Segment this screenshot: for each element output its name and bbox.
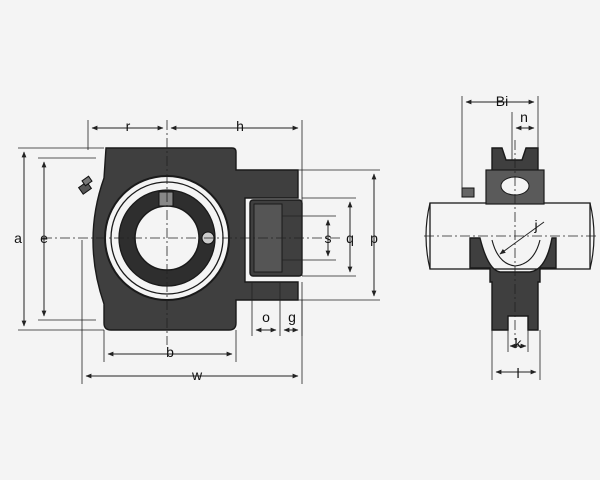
dim-label-a: a — [14, 230, 22, 246]
dim-label-p: p — [370, 230, 378, 246]
side-housing-bottom — [469, 237, 557, 331]
dim-label-n: n — [520, 109, 528, 125]
dim-label-w: w — [191, 367, 203, 383]
dim-label-q: q — [346, 230, 354, 246]
side-view: Bi n j k l — [424, 93, 596, 381]
dim-label-r: r — [126, 118, 131, 134]
dim-label-Bi: Bi — [496, 93, 508, 109]
dim-label-s: s — [325, 230, 332, 246]
dim-label-j: j — [533, 217, 537, 233]
dim-label-l: l — [516, 365, 519, 381]
dim-label-k: k — [515, 335, 523, 351]
dim-label-e: e — [40, 230, 48, 246]
grease-nipple — [77, 175, 93, 195]
side-grease-nipple — [461, 187, 475, 198]
dim-label-o: o — [262, 309, 270, 325]
dim-label-h: h — [236, 118, 244, 134]
set-screw-top — [158, 191, 174, 207]
dim-label-g: g — [288, 309, 296, 325]
front-view: a e r h s q p o g — [14, 118, 380, 384]
dim-label-b: b — [166, 344, 174, 360]
